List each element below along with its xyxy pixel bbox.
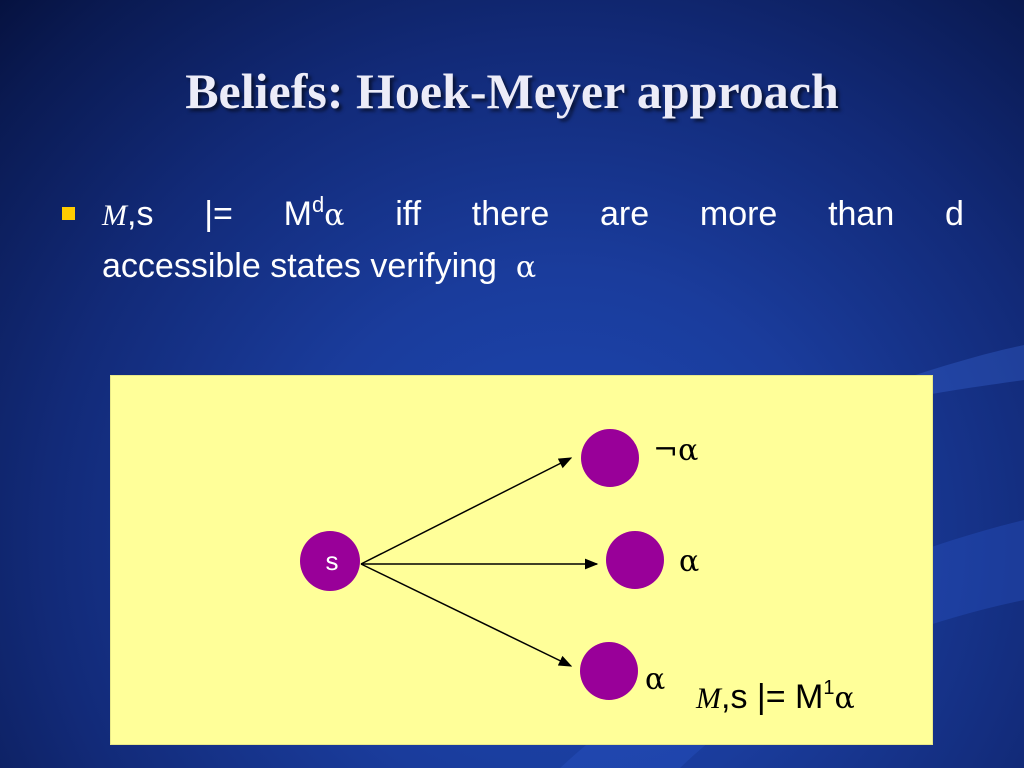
formula-alpha: α [324, 198, 345, 233]
state-part: ,s [127, 195, 154, 233]
diagram-caption: M,s |= M1α [696, 677, 855, 717]
bottom-state-node [580, 642, 638, 700]
bullet-line-2: accessible states verifying α [102, 240, 964, 292]
bullet-square-icon [62, 207, 75, 220]
word: are [600, 195, 650, 233]
bullet-line-1: M,s |= Mdα iff there are more than d [102, 188, 964, 240]
caption-model-symbol: M [696, 682, 721, 715]
source-state-label: s [326, 546, 339, 576]
bullet-text: M,s |= Mdα iff there are more than d acc… [102, 188, 964, 292]
formula-head: M,s [102, 188, 153, 240]
word: d [945, 195, 964, 233]
bottom-state-formula: α [645, 662, 666, 697]
line2-text: accessible states verifying [102, 247, 497, 285]
top-state-node [581, 429, 639, 487]
modal-superscript: d [311, 192, 325, 217]
caption-superscript: 1 [823, 677, 835, 699]
model-symbol: M [102, 199, 127, 232]
middle-state-formula: α [679, 544, 700, 579]
arrow-to-top-state [360, 457, 573, 565]
caption-alpha: α [834, 681, 855, 716]
formula-alpha: α [515, 250, 537, 285]
diagram-box: s ¬α α α M,s |= M1α [110, 375, 933, 745]
word: there [471, 195, 550, 233]
modal-operator: Mdα [284, 188, 345, 240]
word: iff [395, 195, 422, 233]
entails-symbol: |= [204, 195, 233, 233]
caption-state-part: ,s |= M [721, 678, 824, 716]
modal-base: M [283, 195, 312, 233]
word: than [828, 195, 895, 233]
source-state-node [300, 531, 360, 591]
top-state-formula: ¬α [653, 433, 699, 468]
arrow-to-bottom-state [360, 563, 573, 667]
word: more [699, 195, 778, 233]
slide-title: Beliefs: Hoek-Meyer approach [185, 63, 839, 119]
kripke-diagram: s [300, 429, 664, 700]
middle-state-node [606, 531, 664, 589]
